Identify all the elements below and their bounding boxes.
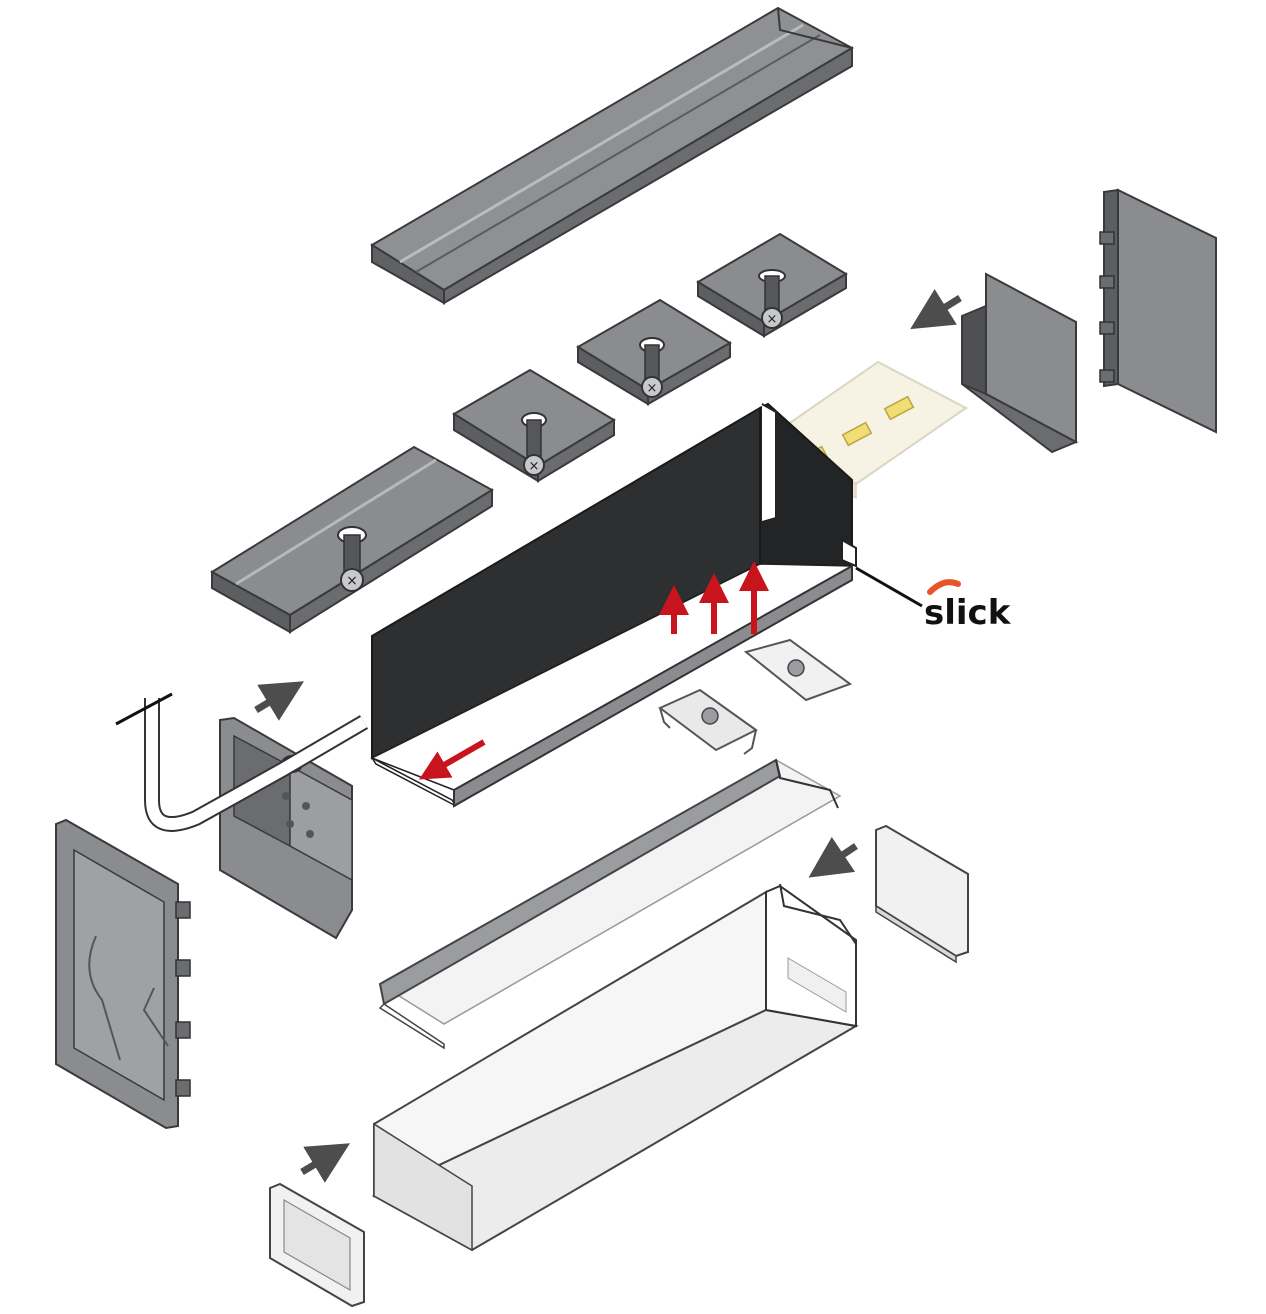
grey-arrow-right-cap [910,289,962,330]
end-cap-white [269,824,969,1308]
assembly-arrows [254,289,962,1183]
slick-label: slick [924,593,1012,633]
grey-arrow-white-cap [808,836,858,878]
cable [115,692,369,832]
red-slide-arrow [419,739,486,780]
end-cap-outer-grey [55,818,191,1130]
diffuser-strip [378,758,842,1050]
white-profile [371,883,859,1252]
end-cap-with-cable-entry [219,716,353,940]
svg-text:×: × [346,573,358,589]
svg-text:×: × [647,381,658,396]
top-cover-profile [370,6,855,305]
svg-text:×: × [529,459,540,474]
mounting-spring-clip [658,638,853,755]
end-cap-grey [961,188,1217,454]
mounting-clip: × × × × [210,232,848,634]
insert-arrows [419,561,769,780]
slick-callout: slick [924,579,1012,633]
grey-arrow-bottom-cap [300,1143,351,1183]
slick-accent-icon [927,579,961,595]
grey-arrow-left-cap [254,681,305,721]
svg-text:×: × [767,312,778,327]
